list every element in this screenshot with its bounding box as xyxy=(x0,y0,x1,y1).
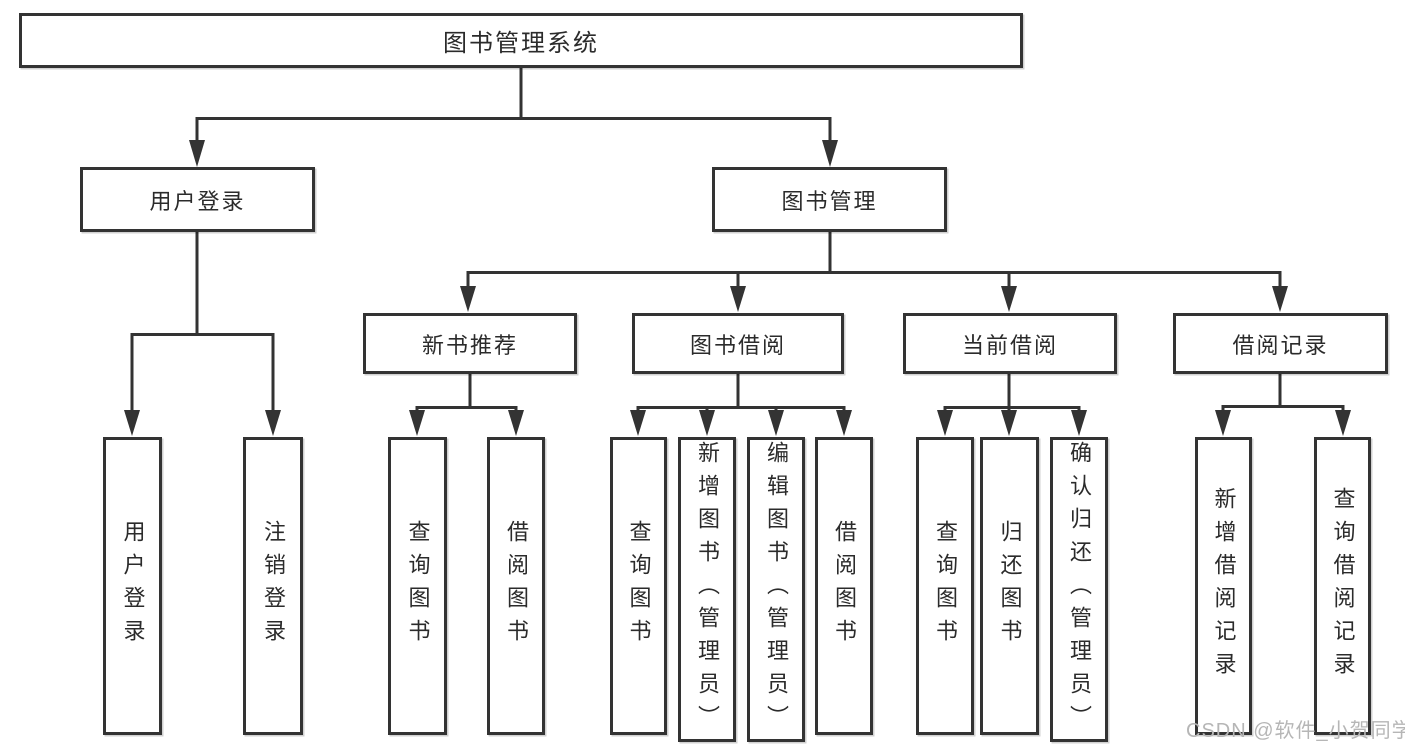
node-root-label: 图书管理系统 xyxy=(443,30,599,57)
node-new-book-recommend: 新书推荐 xyxy=(363,313,577,374)
leaf-confirm-return-admin: 确认归还（管理员） xyxy=(1050,437,1108,742)
node-borrow-records: 借阅记录 xyxy=(1173,313,1388,374)
leaf-borrow-books-recommend: 借阅图书 xyxy=(487,437,545,735)
node-book-borrow: 图书借阅 xyxy=(632,313,844,374)
leaf-return-books: 归还图书 xyxy=(980,437,1039,735)
leaf-query-books-current-label: 查询图书 xyxy=(933,520,958,652)
connector-user-login xyxy=(130,232,275,412)
connector-current-borrow xyxy=(943,374,1081,413)
arrow-down-icon xyxy=(409,410,425,436)
leaf-edit-book-admin: 编辑图书（管理员） xyxy=(747,437,805,742)
node-user-login: 用户登录 xyxy=(80,167,315,232)
arrow-down-icon xyxy=(265,410,281,436)
arrow-down-icon xyxy=(630,410,646,436)
node-book-borrow-label: 图书借阅 xyxy=(689,332,786,358)
leaf-query-borrow-record: 查询借阅记录 xyxy=(1314,437,1371,735)
node-current-borrow: 当前借阅 xyxy=(903,313,1117,374)
leaf-query-borrow-record-label: 查询借阅记录 xyxy=(1330,487,1356,685)
leaf-borrow-books-recommend-label: 借阅图书 xyxy=(504,520,529,652)
arrow-down-icon xyxy=(1335,410,1351,436)
arrowheads xyxy=(124,140,1351,436)
arrow-down-icon xyxy=(822,140,838,167)
arrow-down-icon xyxy=(1001,286,1017,312)
leaf-add-book-admin-label: 新增图书（管理员） xyxy=(695,441,720,738)
leaf-logout: 注销登录 xyxy=(243,437,303,735)
node-book-management: 图书管理 xyxy=(712,167,947,232)
leaf-user-login-label: 用户登录 xyxy=(120,520,146,652)
arrow-down-icon xyxy=(1001,410,1017,436)
leaf-user-login: 用户登录 xyxy=(103,437,162,735)
connector-borrow-records xyxy=(1221,374,1345,413)
arrow-down-icon xyxy=(508,410,524,436)
leaf-add-borrow-record-label: 新增借阅记录 xyxy=(1211,487,1237,685)
connector-root xyxy=(195,68,832,142)
arrow-down-icon xyxy=(699,410,715,436)
node-current-borrow-label: 当前借阅 xyxy=(961,332,1058,358)
arrow-down-icon xyxy=(836,410,852,436)
leaf-query-books-recommend-label: 查询图书 xyxy=(405,520,431,652)
arrow-down-icon xyxy=(460,286,476,312)
leaf-confirm-return-admin-label: 确认归还（管理员） xyxy=(1067,441,1092,738)
node-root: 图书管理系统 xyxy=(19,13,1023,68)
leaf-add-book-admin: 新增图书（管理员） xyxy=(678,437,736,742)
arrow-down-icon xyxy=(730,286,746,312)
connector-new-book xyxy=(415,374,518,413)
leaf-query-books-recommend: 查询图书 xyxy=(388,437,447,735)
node-new-book-recommend-label: 新书推荐 xyxy=(421,332,518,358)
node-user-login-label: 用户登录 xyxy=(149,188,246,214)
leaf-edit-book-admin-label: 编辑图书（管理员） xyxy=(764,441,789,738)
arrow-down-icon xyxy=(937,410,953,436)
connector-book-borrow xyxy=(636,374,846,413)
connector-book-management xyxy=(466,232,1282,288)
arrow-down-icon xyxy=(124,410,140,436)
leaf-borrow-books: 借阅图书 xyxy=(815,437,873,735)
node-borrow-records-label: 借阅记录 xyxy=(1232,332,1329,358)
leaf-add-borrow-record: 新增借阅记录 xyxy=(1195,437,1252,735)
arrow-down-icon xyxy=(1215,410,1231,436)
arrow-down-icon xyxy=(1272,286,1288,312)
leaf-query-books-current: 查询图书 xyxy=(916,437,974,735)
watermark: CSDN @软件_小贺同学 xyxy=(1186,720,1405,742)
arrow-down-icon xyxy=(768,410,784,436)
leaf-query-books-borrow-label: 查询图书 xyxy=(626,520,652,652)
leaf-logout-label: 注销登录 xyxy=(261,520,286,652)
arrow-down-icon xyxy=(1071,410,1087,436)
leaf-return-books-label: 归还图书 xyxy=(997,520,1023,652)
node-book-management-label: 图书管理 xyxy=(781,188,878,214)
leaf-query-books-borrow: 查询图书 xyxy=(610,437,667,735)
leaf-borrow-books-label: 借阅图书 xyxy=(832,520,857,652)
arrow-down-icon xyxy=(189,140,205,167)
